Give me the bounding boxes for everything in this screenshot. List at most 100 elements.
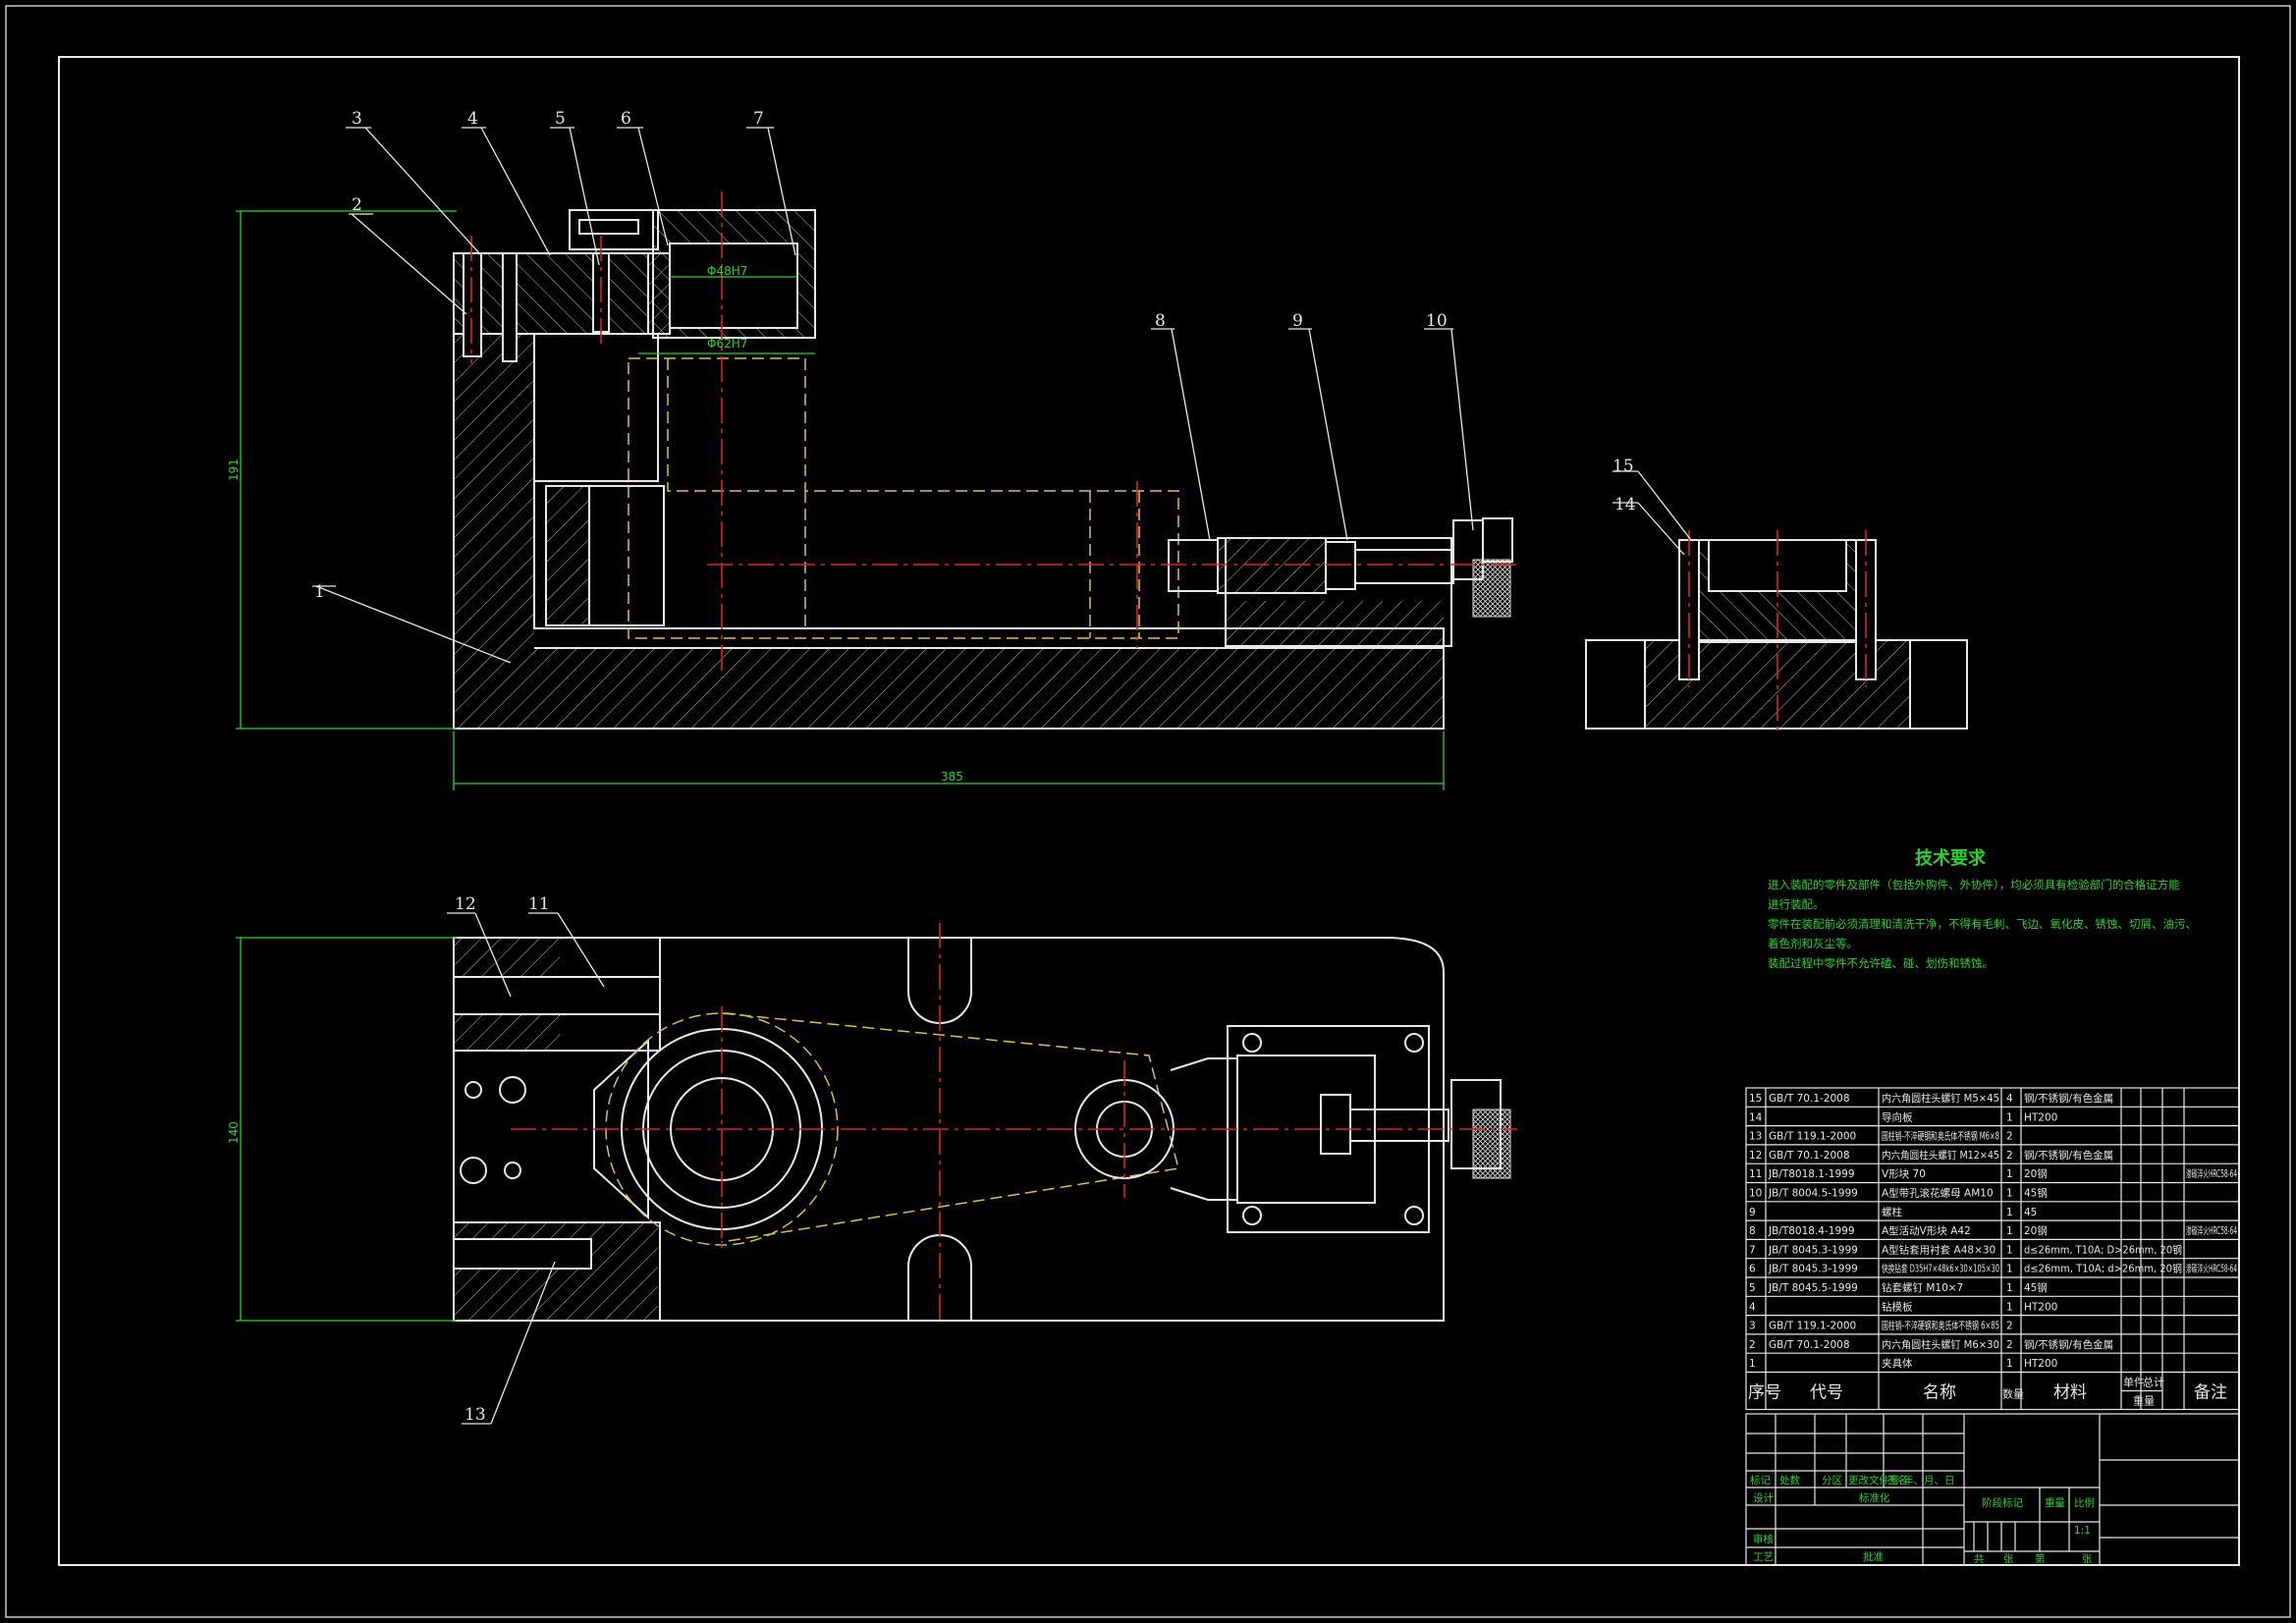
bom-cell-no: 7 <box>1749 1244 1756 1256</box>
bom-cell-no: 13 <box>1749 1131 1762 1143</box>
balloon-3: 3 <box>352 109 362 129</box>
bom-cell-code: JB/T8018.1-1999 <box>1768 1168 1855 1180</box>
bom-cell-note: 渗碳淬火HRC58-64 <box>2186 1263 2237 1275</box>
dim-front-height: 191 <box>227 459 241 481</box>
bom-cell-qty: 4 <box>2006 1093 2013 1105</box>
bom-header-no: 序号 <box>1748 1383 1781 1403</box>
bom-cell-note: 渗碳淬火HRC58-64 <box>2186 1224 2237 1237</box>
bom-cell-material: 钢/不锈钢/有色金属 <box>2024 1338 2113 1351</box>
balloon-10: 10 <box>1426 311 1448 331</box>
tb-sheet: 张 <box>2082 1553 2093 1565</box>
balloon-2: 2 <box>352 195 362 215</box>
bom-header-note: 备注 <box>2194 1383 2227 1403</box>
bom-cell-code: JB/T8018.4-1999 <box>1768 1225 1855 1237</box>
tech-line-5: 装配过程中零件不允许磕、碰、划伤和锈蚀。 <box>1768 956 1994 970</box>
tb-page: 第 <box>2035 1552 2046 1565</box>
bom-cell-qty: 1 <box>2006 1188 2013 1200</box>
bom-cell-qty: 1 <box>2006 1264 2013 1275</box>
bom-cell-no: 15 <box>1749 1093 1762 1105</box>
bom-cell-material: HT200 <box>2024 1111 2057 1123</box>
bom-cell-name: 夹具体 <box>1882 1357 1913 1370</box>
bom-cell-name: 圆柱销-不淬硬钢和奥氏体不锈钢 M6×8 <box>1882 1130 1999 1143</box>
bom-cell-code: JB/T 8045.5-1999 <box>1768 1282 1858 1294</box>
tech-line-3: 零件在装配前必须清理和清洗干净，不得有毛刺、飞边、氧化皮、锈蚀、切屑、油污、 <box>1768 917 2197 931</box>
bom-cell-name: 钻套螺钉 M10×7 <box>1882 1281 1963 1294</box>
tech-line-4: 着色剂和灰尘等。 <box>1768 937 1858 950</box>
balloon-7: 7 <box>753 109 764 129</box>
tb-design: 设计 <box>1753 1491 1775 1504</box>
bom-header-code: 代号 <box>1810 1383 1843 1403</box>
bom-cell-material: d≤26mm, T10A; d>26mm, 20钢 <box>2024 1263 2182 1275</box>
tech-title: 技术要求 <box>1915 847 1987 869</box>
tb-change-doc: 更改文件号 <box>1848 1474 1900 1487</box>
tb-count: 处数 <box>1779 1474 1801 1487</box>
bom-cell-note: 渗碳淬火HRC58-64 <box>2186 1167 2237 1180</box>
balloon-14: 14 <box>1614 495 1636 514</box>
bom-cell-code: GB/T 119.1-2000 <box>1769 1321 1856 1332</box>
balloon-12: 12 <box>455 894 476 914</box>
bom-cell-qty: 1 <box>2006 1168 2013 1180</box>
bom-cell-qty: 1 <box>2006 1207 2013 1218</box>
tb-marks: 标记 <box>1750 1475 1772 1487</box>
bom-cell-no: 3 <box>1749 1321 1756 1332</box>
bom-cell-qty: 2 <box>2006 1339 2013 1351</box>
bom-cell-no: 4 <box>1749 1301 1756 1313</box>
bom-header-material: 材料 <box>2053 1383 2087 1403</box>
bom-cell-no: 11 <box>1749 1168 1762 1180</box>
tb-standardize: 标准化 <box>1859 1491 1890 1504</box>
tb-review: 审核 <box>1753 1533 1775 1545</box>
bom-header-total-mass: 总计 <box>2143 1376 2164 1389</box>
bom-cell-code: JB/T 8045.3-1999 <box>1768 1264 1858 1275</box>
bom-cell-name: 快换钻套 D35H7×48k6×30×105×30 <box>1882 1263 1999 1275</box>
bom-cell-material: HT200 <box>2024 1301 2057 1313</box>
tb-scale: 比例 <box>2074 1496 2095 1509</box>
balloon-4: 4 <box>467 109 478 129</box>
bom-cell-no: 9 <box>1749 1207 1756 1218</box>
tb-weight: 重量 <box>2045 1496 2066 1509</box>
bom-cell-material: d≤26mm, T10A; D>26mm, 20钢 <box>2024 1243 2182 1256</box>
bom-cell-material: 45 <box>2024 1207 2037 1218</box>
bom-header-qty: 数量 <box>2002 1388 2024 1401</box>
bom-cell-name: A型钻套用衬套 A48×30 <box>1882 1243 1995 1256</box>
dim-bore-top: Φ48H7 <box>707 264 747 278</box>
bom-cell-material: 45钢 <box>2024 1187 2048 1200</box>
bom-cell-qty: 1 <box>2006 1225 2013 1237</box>
bom-cell-code: JB/T 8004.5-1999 <box>1768 1188 1858 1200</box>
balloon-labels: 1 2 3 4 5 6 7 8 9 10 11 12 13 14 15 <box>314 109 1636 1425</box>
top-view: 140 <box>227 923 1517 1322</box>
bom-cell-qty: 1 <box>2006 1358 2013 1370</box>
bom-cell-no: 5 <box>1749 1282 1756 1294</box>
balloon-8: 8 <box>1155 311 1166 331</box>
balloon-6: 6 <box>621 109 631 129</box>
bom-cell-name: 内六角圆柱头螺钉 M12×45 <box>1882 1149 1999 1162</box>
bom-cell-qty: 1 <box>2006 1282 2013 1294</box>
tb-scale-value: 1:1 <box>2074 1525 2091 1537</box>
bom-cell-no: 6 <box>1749 1264 1756 1275</box>
bom-cell-code: GB/T 70.1-2008 <box>1769 1093 1850 1105</box>
tb-zone: 分区 <box>1822 1475 1842 1487</box>
bom-cell-material: HT200 <box>2024 1358 2057 1370</box>
bom-cell-name: 内六角圆柱头螺钉 M6×30 <box>1882 1338 1999 1351</box>
bom-cell-name: A型活动V形块 A42 <box>1882 1224 1971 1237</box>
bom-cell-qty: 2 <box>2006 1150 2013 1162</box>
bom-cell-name: 螺柱 <box>1882 1206 1903 1218</box>
balloon-leaders <box>312 127 1692 1425</box>
tb-sign: 签名 <box>1887 1474 1908 1487</box>
bom-header-unit-mass: 单件 <box>2123 1377 2145 1389</box>
bom-cell-qty: 2 <box>2006 1321 2013 1332</box>
balloon-13: 13 <box>465 1405 486 1425</box>
bom-cell-no: 14 <box>1749 1111 1763 1123</box>
bom-cell-qty: 1 <box>2006 1301 2013 1313</box>
technical-requirements: 技术要求 进入装配的零件及部件（包括外购件、外协件），均必须具有检验部门的合格证… <box>1768 847 2197 970</box>
outer-border <box>5 5 2291 1618</box>
bom-header-mass: 重量 <box>2133 1394 2155 1408</box>
tech-line-1: 进入装配的零件及部件（包括外购件、外协件），均必须具有检验部门的合格证方能 <box>1768 878 2180 892</box>
bom-cell-material: 钢/不锈钢/有色金属 <box>2024 1149 2113 1162</box>
tb-total: 共 <box>1974 1553 1985 1565</box>
bom-cell-code: GB/T 70.1-2008 <box>1769 1339 1850 1351</box>
title-block: 标记 处数 分区 更改文件号 签名 年、月、日 设计 标准化 阶段标记 重量 比… <box>1745 1413 2240 1566</box>
dim-top-height: 140 <box>227 1121 241 1144</box>
dim-bore-bottom: Φ62H7 <box>707 337 747 351</box>
